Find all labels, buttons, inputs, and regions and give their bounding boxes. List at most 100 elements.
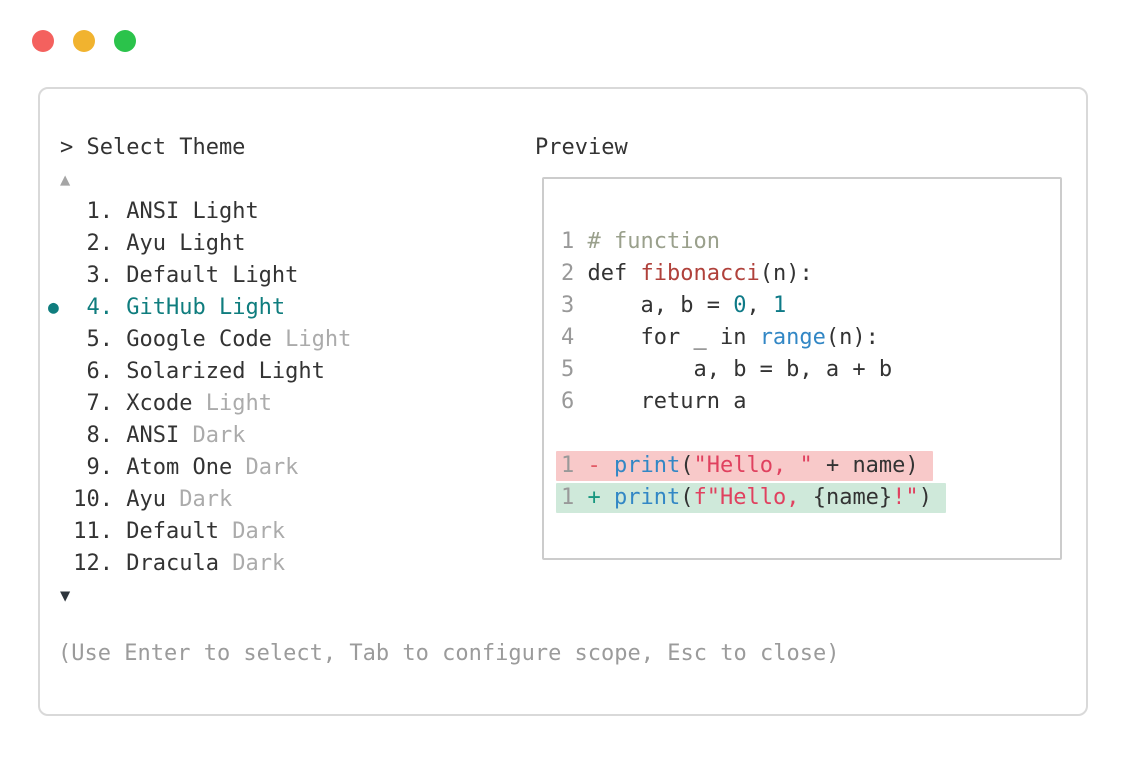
theme-list-item[interactable]: 1. ANSI Light: [60, 196, 351, 228]
code-line: 4 for _ in range(n):: [561, 322, 946, 354]
code-token: (: [680, 453, 694, 478]
code-line-content: 5 a, b = b, a + b: [556, 355, 906, 385]
code-token: (n):: [759, 261, 813, 286]
code-token: print: [614, 485, 681, 510]
theme-picker-dialog: > Select Theme ▲ 1. ANSI Light 2. Ayu Li…: [38, 87, 1088, 716]
code-line-content: 3 a, b = 0, 1: [556, 291, 800, 321]
theme-list-item[interactable]: 3. Default Light: [60, 260, 351, 292]
scroll-down-icon[interactable]: ▼: [60, 586, 71, 606]
dialog-title: > Select Theme: [60, 135, 246, 160]
theme-list: 1. ANSI Light 2. Ayu Light 3. Default Li…: [48, 196, 351, 580]
theme-list-item[interactable]: ● 4. GitHub Light: [48, 292, 351, 324]
item-label: Atom One: [126, 455, 233, 480]
code-token: def: [574, 261, 641, 286]
item-label: Ayu Light: [126, 231, 246, 256]
code-token: +: [574, 485, 614, 510]
theme-list-item[interactable]: 8. ANSI Dark: [60, 420, 351, 452]
item-suffix: Dark: [232, 455, 299, 480]
item-number: 5.: [60, 327, 127, 352]
item-label: Ayu: [126, 487, 166, 512]
code-token: (: [680, 485, 694, 510]
item-number: 1.: [60, 199, 127, 224]
item-number: 7.: [60, 391, 127, 416]
item-label: Dracula: [126, 551, 219, 576]
code-line-content: 1 # function: [556, 227, 734, 257]
code-token: print: [614, 453, 681, 478]
item-number: 12.: [60, 551, 127, 576]
minimize-button[interactable]: [73, 30, 95, 52]
line-number: 1: [561, 229, 575, 254]
theme-list-item[interactable]: 12. Dracula Dark: [60, 548, 351, 580]
code-line: 2 def fibonacci(n):: [561, 258, 946, 290]
diff-added-line: 1 + print(f"Hello, {name}!"): [556, 483, 946, 513]
theme-list-item[interactable]: 11. Default Dark: [60, 516, 351, 548]
item-suffix: Light: [271, 327, 352, 352]
maximize-button[interactable]: [114, 30, 136, 52]
item-label: Xcode: [126, 391, 193, 416]
item-number: 6.: [60, 359, 127, 384]
item-label: Solarized Light: [126, 359, 325, 384]
code-token: # function: [574, 229, 720, 254]
item-number: 10.: [60, 487, 127, 512]
item-number: 2.: [60, 231, 127, 256]
line-number: 1: [561, 485, 575, 510]
preview-title: Preview: [535, 135, 628, 160]
item-number: 3.: [60, 263, 127, 288]
scroll-up-icon[interactable]: ▲: [60, 170, 71, 190]
theme-list-item[interactable]: 10. Ayu Dark: [60, 484, 351, 516]
code-token: 1: [772, 293, 787, 318]
code-token: ,: [746, 293, 773, 318]
code-token: f"Hello,: [693, 485, 813, 510]
item-label: ANSI: [126, 423, 180, 448]
item-label: Default: [126, 519, 219, 544]
code-line: 1 - print("Hello, " + name): [556, 450, 946, 482]
item-number: 4.: [60, 295, 127, 320]
theme-list-item[interactable]: 7. Xcode Light: [60, 388, 351, 420]
code-line: 6 return a: [561, 386, 946, 418]
item-label: ANSI Light: [126, 199, 259, 224]
theme-list-item[interactable]: 2. Ayu Light: [60, 228, 351, 260]
item-suffix: Dark: [218, 519, 286, 544]
code-token: fibonacci: [640, 261, 760, 286]
code-line-content: 4 for _ in range(n):: [556, 323, 893, 353]
line-number: 3: [561, 293, 575, 318]
diff-removed-line: 1 - print("Hello, " + name): [556, 451, 933, 481]
code-token: 0: [733, 293, 747, 318]
item-label: Google Code: [126, 327, 272, 352]
theme-list-item[interactable]: 9. Atom One Dark: [60, 452, 351, 484]
line-number: 6: [561, 389, 575, 414]
theme-list-item[interactable]: 6. Solarized Light: [60, 356, 351, 388]
code-token: !": [892, 485, 919, 510]
close-button[interactable]: [32, 30, 54, 52]
item-suffix: Dark: [218, 551, 286, 576]
code-line: 3 a, b = 0, 1: [561, 290, 946, 322]
item-number: 8.: [60, 423, 127, 448]
line-number: 5: [561, 357, 575, 382]
item-suffix: Dark: [179, 423, 246, 448]
code-token: -: [574, 453, 614, 478]
item-number: 11.: [60, 519, 127, 544]
code-line: 1 # function: [561, 226, 946, 258]
item-suffix: Dark: [165, 487, 233, 512]
selected-bullet-icon: ●: [48, 297, 59, 318]
item-suffix: Light: [192, 391, 272, 416]
code-token: range: [759, 325, 826, 350]
code-token: + name): [812, 453, 919, 478]
code-line-content: 6 return a: [556, 387, 760, 417]
code-line: 1 + print(f"Hello, {name}!"): [556, 482, 946, 514]
line-number: 4: [561, 325, 575, 350]
item-label: Default Light: [126, 263, 299, 288]
code-token: {name}: [812, 485, 893, 510]
code-token: return a: [574, 389, 747, 414]
code-token: ): [918, 485, 932, 510]
code-line: 5 a, b = b, a + b: [561, 354, 946, 386]
theme-list-item[interactable]: 5. Google Code Light: [60, 324, 351, 356]
code-token: for _ in: [574, 325, 760, 350]
code-line: [561, 418, 946, 450]
window-controls: [32, 30, 136, 52]
code-token: "Hello, ": [693, 453, 813, 478]
item-number: 9.: [60, 455, 127, 480]
help-text: (Use Enter to select, Tab to configure s…: [58, 641, 840, 666]
